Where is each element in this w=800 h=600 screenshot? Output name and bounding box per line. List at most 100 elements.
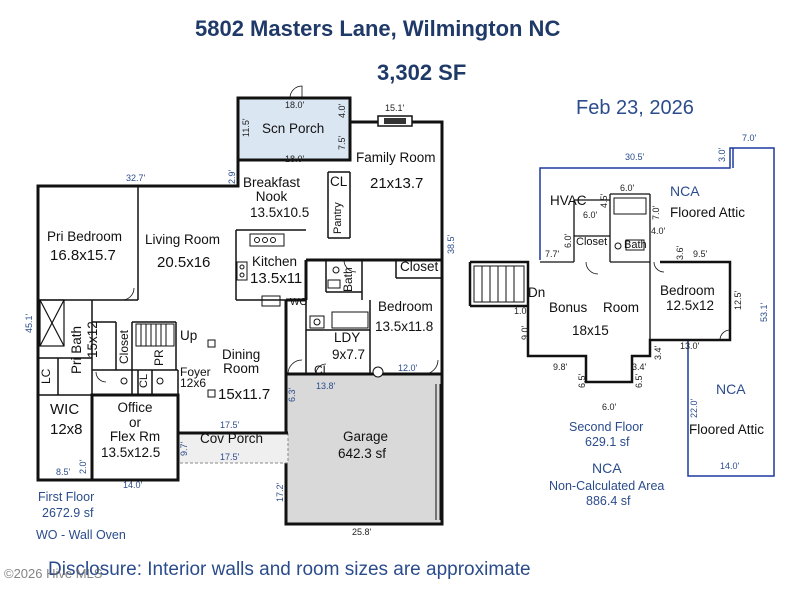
dim-porch-top: 18.0' [285,100,305,110]
dim-porch-front-bottom: 17.5' [220,452,240,462]
nca-legend-desc: Non-Calculated Area [549,479,665,493]
dim-sf-bonus-left: 9.0' [520,325,530,340]
door-swings [95,85,439,383]
room-garage: Garage [343,429,389,444]
dim-sf-bonus-bottom: 9.8' [553,362,568,372]
dim-left-side: 45.1' [24,313,34,333]
room-living-room: Living Room [145,232,221,247]
nca-legend-title: NCA [592,460,622,476]
room-hvac: HVAC [550,193,587,208]
room-dining-room: Dining Room [222,347,261,377]
label-stairs-down: Dn [528,285,546,300]
second-floor-outline [539,147,775,477]
dim-porch-front-top: 17.5' [220,420,240,430]
room-bath: Bath [341,267,355,292]
second-floor-stairs [473,265,525,303]
dim-bottom-left: 8.5' [56,467,71,477]
dim-sf-bedroom-side: 12.5' [733,290,743,310]
screened-porch-area [236,96,352,162]
room-garage-size: 642.3 sf [338,446,387,461]
dim-garage-top: 12.0' [398,363,418,373]
dim-sf-closet-top: 6.0' [583,210,598,220]
room-dining-room-size: 15x11.7 [218,386,271,403]
label-stairs-up: Up [180,328,198,343]
dim-bottom-jog: 2.0' [78,459,88,474]
first-floor-interior-walls [38,171,442,433]
first-floor-area: 2672.9 sf [42,506,94,520]
room-cl-laundry: CL [314,363,330,377]
room-pri-bath-size: 15x12 [85,321,100,358]
total-square-feet: 3,302 SF [377,60,467,85]
property-address: 5802 Masters Lane, Wilmington NC [195,16,561,41]
room-cl-small: CL [138,373,150,388]
dim-porch-front-side: 9.7' [179,441,189,456]
room-closet-vertical: Closet [117,329,131,364]
dim-jog: 2.9' [227,169,237,184]
room-upstairs-bath: Bath [624,239,647,251]
plan-date: Feb 23, 2026 [576,97,694,119]
dim-sf-small-jog: 3.6' [675,245,685,260]
second-floor-label: Second Floor [569,420,644,434]
dim-sf-stair-bottom: 1.0' [514,306,529,316]
dim-garage-bottom: 25.8' [352,527,372,537]
dim-sf-bump-bottom: 6.0' [602,402,617,412]
room-office: Office or Flex Rm [109,400,161,445]
dim-sf-bath-bottom: 4.0' [651,226,666,236]
second-floor-interior [540,193,651,340]
room-kitchen-size: 13.5x11 [250,270,303,287]
dim-sf-top: 30.5' [625,152,645,162]
dim-porch-right-b: 7.5' [337,135,347,150]
dim-garage-side: 17.2' [275,482,285,502]
room-wic-size: 12x8 [50,421,83,438]
room-upstairs-bedroom-size: 12.5x12 [666,298,715,313]
room-powder-room: PR [152,349,166,366]
dim-sf-hvac: 7.7' [545,249,560,259]
dim-sf-jog: 3.0' [717,147,727,162]
room-office-size: 13.5x12.5 [101,445,161,460]
room-bonus: Bonus [549,300,588,315]
dim-right-side: 38.5' [446,234,456,254]
water-heater [372,366,384,378]
dim-sf-bonus-jog: 3.4' [653,345,663,360]
wall-oven-legend: WO - Wall Oven [36,528,126,542]
upstairs-tub [613,197,647,215]
dim-garage-left: 6.3' [287,387,297,402]
room-floored-attic-right: Floored Attic [689,422,765,437]
dim-sf-bedroom-top: 9.5' [693,249,708,259]
room-nca-right: NCA [716,381,746,397]
room-living-room-size: 20.5x16 [157,254,211,271]
disclosure-text: Disclosure: Interior walls and room size… [48,559,531,580]
room-pri-bath: Pri Bath [69,325,84,374]
room-pantry: Pantry [332,202,344,234]
dim-porch-left: 11.5' [241,118,251,137]
dim-house-top: 32.7' [126,173,146,183]
room-bonus-room: Room [603,300,640,315]
room-family-room-size: 21x13.7 [370,175,424,192]
room-linen-closet: LC [39,368,53,384]
dim-sf-bump-left: 6.5' [577,373,587,388]
room-upstairs-closet: Closet [576,236,608,248]
dim-sf-bath-side: 4.5' [599,193,609,208]
dim-sf-bedroom-bottom: 13.0' [680,341,700,351]
dim-sf-bath-right: 7.0' [651,205,661,220]
first-floor-stairs [135,323,175,347]
first-floor-label: First Floor [38,490,95,504]
pri-bath-tub [39,299,65,347]
room-breakfast-nook-size: 13.5x10.5 [250,205,310,220]
garage-area [284,372,444,526]
dim-sf-right-side: 53.1' [759,302,769,322]
second-floor-area: 629.1 sf [585,435,630,449]
dim-office-bottom: 14.0' [123,480,143,490]
room-foyer: Foyer [180,365,211,379]
room-laundry: LDY [334,330,361,345]
kitchen-fixtures [236,233,285,307]
dim-garage-inner: 13.8' [316,381,336,391]
room-wic: WIC [50,401,80,418]
dim-sf-attic-bottom: 14.0' [720,461,740,471]
room-breakfast-nook: Breakfast Nook [243,175,301,205]
room-kitchen: Kitchen [252,254,298,269]
room-covered-porch: Cov Porch [200,431,264,446]
second-floor-walls [468,260,732,384]
